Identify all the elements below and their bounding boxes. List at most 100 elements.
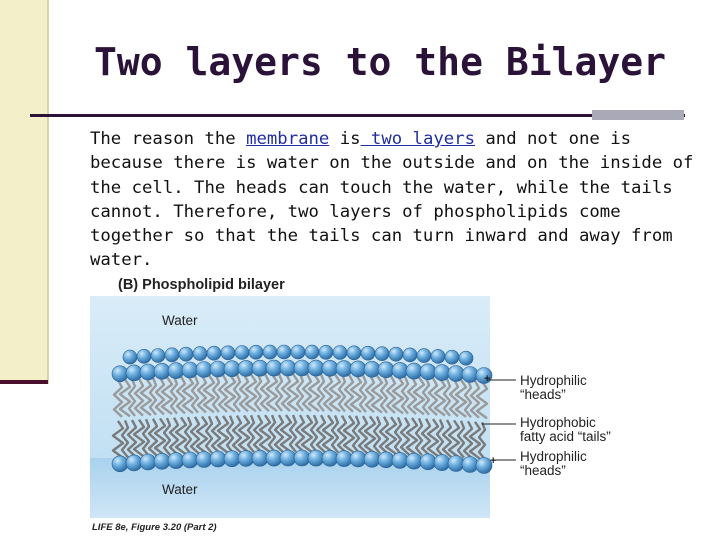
phospholipid-head [220,345,236,361]
body-text-part2: is [329,129,361,149]
phospholipid-head [111,455,129,473]
fatty-acid-tail [132,418,146,458]
phospholipid-head [391,362,409,379]
fatty-acid-tail [405,417,419,456]
phospholipid-head [374,346,390,361]
fatty-acid-tail [238,373,250,413]
hydrophilic-bottom-sublabel: “heads” [520,463,566,478]
fatty-acid-tail [181,375,195,415]
fatty-acid-tail [112,379,124,418]
fatty-acid-tail [253,373,263,412]
fatty-acid-tail [127,378,137,417]
fatty-acid-tail [265,373,279,413]
fatty-acid-tail [420,418,432,457]
phospholipid-head [405,452,423,470]
phospholipid-head [349,360,367,378]
bilayer-diagram: (B) Phospholipid bilayer Water Water + +… [90,268,665,536]
fatty-acid-tail [153,417,167,457]
fatty-acid-tail [204,415,214,455]
fatty-acid-tail [294,414,306,453]
phospholipid-head [335,450,353,467]
fatty-acid-tail [337,374,347,413]
fatty-acid-tail [223,374,237,413]
title-divider [30,114,685,117]
two-layers-link[interactable]: two layers [360,129,475,149]
phospholipid-head [181,361,199,379]
hydrophilic-bottom-label: Hydrophilic [520,449,587,464]
phospholipid-head [377,451,395,469]
fatty-acid-tail [211,374,221,413]
fatty-acid-tail [363,415,377,455]
fatty-acid-tail [252,414,264,454]
fatty-acid-tail [468,421,482,460]
fatty-acid-tail [463,379,473,419]
fatty-acid-tail [349,374,363,413]
phospholipid-head [433,364,451,381]
fatty-acid-tail [280,373,292,412]
phospholipid-bilayer-figure: (B) Phospholipid bilayer Water Water + +… [90,268,665,536]
fatty-acid-tail [246,414,256,454]
fatty-acid-tail [267,414,277,453]
phospholipid-head [416,348,432,363]
hydrophobic-sublabel: fatty acid “tails” [520,429,611,444]
phospholipid-head [206,345,222,361]
phospholipid-head [388,346,404,362]
fatty-acid-tail [343,374,355,413]
phospholipid-head [307,359,325,377]
phospholipid-head [363,451,381,468]
fatty-acid-tail [393,416,403,456]
phospholipid-head [458,350,474,366]
phospholipid-head [136,349,152,364]
fatty-acid-tail [216,415,230,454]
fatty-acid-tail [195,415,209,455]
fatty-acid-tails [111,373,489,461]
phospholipid-head [377,361,395,379]
fatty-acid-tail [330,414,340,454]
hydrophilic-heads-bottom [111,449,493,474]
figure-caption: LIFE 8e, Figure 3.20 (Part 2) [92,522,217,533]
phospholipid-head [209,360,227,378]
fatty-acid-tail [244,373,258,413]
phospholipid-head [290,344,306,360]
fatty-acid-tail [406,376,418,415]
fatty-acid-tail [232,374,242,413]
phospholipid-head [321,450,339,467]
phospholipid-head [293,359,311,377]
fatty-acid-tail [154,376,166,416]
phospholipid-head [475,457,493,474]
fatty-acid-tail [372,416,382,455]
phospholipid-head [402,347,418,363]
fatty-acid-tail [385,375,397,414]
fatty-acid-tail [469,380,481,419]
fatty-acid-tail [427,377,439,416]
phospholipid-head [125,364,143,382]
fatty-acid-tail [328,373,342,413]
fatty-acid-tail [441,419,453,458]
membrane-link[interactable]: membrane [246,129,330,149]
fatty-acid-tail [139,377,153,417]
fatty-acid-tail [141,418,151,457]
phospholipid-head [391,452,409,469]
hydrophilic-top-label: Hydrophilic [520,373,587,388]
fatty-acid-tail [225,415,235,454]
fatty-acid-tail [258,414,272,454]
phospholipid-head [318,345,334,360]
phospholipid-head [262,344,278,360]
fatty-acid-tail [322,373,334,413]
hydrophobic-label: Hydrophobic [520,415,596,430]
title-divider-accent [592,110,684,120]
phospholipid-head [321,360,339,377]
fatty-acid-tail [231,414,243,454]
phospholipid-head [195,361,213,378]
phospholipid-head [363,361,381,378]
plus-sign-top: + [484,373,490,385]
fatty-acid-tail [133,377,145,417]
fatty-acid-tail [351,415,361,454]
fatty-acid-tail [210,415,222,454]
phospholipid-head [237,360,255,377]
fatty-acid-tail [162,417,172,456]
fatty-acid-tail [168,417,180,456]
fatty-acid-tail [321,414,335,454]
phospholipid-head [360,345,376,361]
fatty-acid-tail [378,416,390,455]
